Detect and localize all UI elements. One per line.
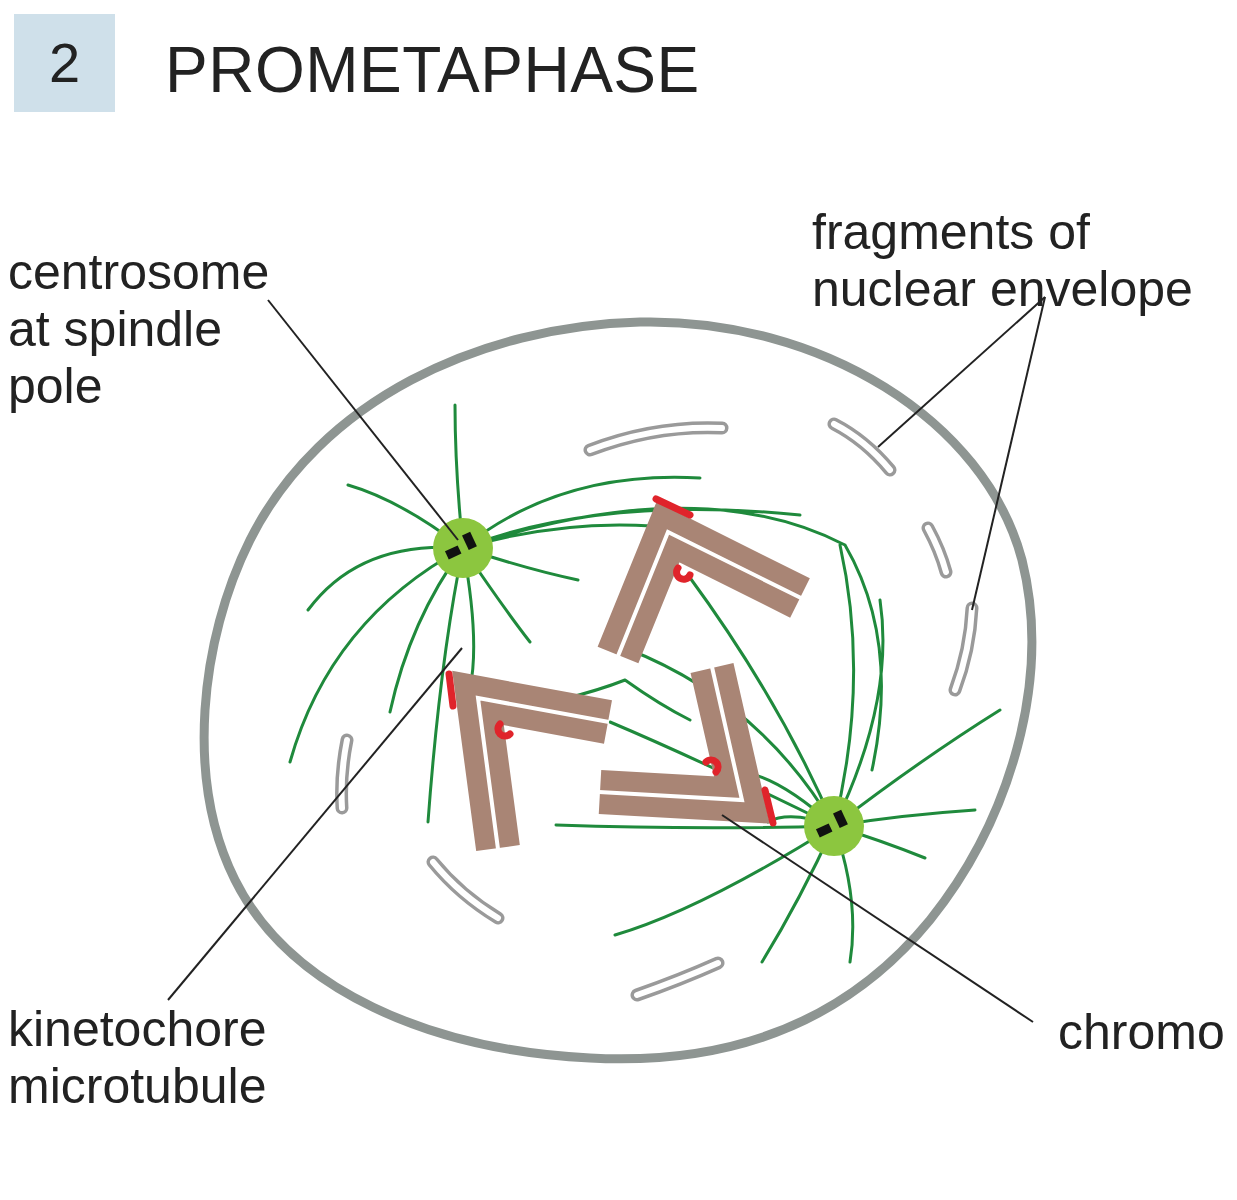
- centriole: [833, 810, 848, 828]
- nuclear-envelope-fragments: [342, 424, 972, 995]
- chromosome: [618, 532, 800, 655]
- kinetochore: [449, 674, 453, 706]
- cell-membrane: [204, 322, 1032, 1059]
- chromosome: [478, 698, 608, 848]
- chromatid-gap: [599, 667, 742, 800]
- chromosome: [600, 668, 742, 800]
- centriole: [462, 532, 477, 550]
- centriole: [445, 545, 461, 559]
- envelope-fragment-outline: [342, 424, 972, 995]
- centriole: [816, 823, 832, 837]
- kinetochore: [706, 760, 718, 772]
- part-label: centrosome at spindle pole: [8, 244, 298, 415]
- diagram-title: PROMETAPHASE: [165, 38, 700, 102]
- chromatid-gap: [618, 532, 801, 656]
- part-label: fragments of nuclear envelope: [812, 204, 1232, 318]
- leader-line: [168, 648, 462, 1000]
- leader-lines: [168, 297, 1045, 1022]
- kinetochore: [677, 568, 690, 579]
- kinetochore: [656, 499, 690, 515]
- chromosomes: [478, 532, 801, 849]
- leader-line: [878, 297, 1045, 447]
- centrosome: [433, 518, 493, 578]
- kinetochores: [449, 499, 773, 823]
- leader-line: [722, 815, 1033, 1022]
- centrosome-body: [433, 518, 493, 578]
- centrosome-body: [804, 796, 864, 856]
- leader-line: [268, 300, 458, 540]
- spindle-microtubules: [290, 405, 1000, 962]
- part-label: chromo: [1058, 1004, 1236, 1061]
- centrosome: [804, 796, 864, 856]
- kinetochore: [498, 724, 510, 736]
- step-number: 2: [49, 35, 80, 91]
- step-number-box: 2: [14, 14, 115, 112]
- part-label: kinetochore microtubule: [8, 1001, 298, 1115]
- kinetochore: [765, 790, 773, 823]
- envelope-fragment-fill: [342, 424, 972, 995]
- chromatid-gap: [478, 698, 609, 849]
- leader-line: [972, 297, 1045, 610]
